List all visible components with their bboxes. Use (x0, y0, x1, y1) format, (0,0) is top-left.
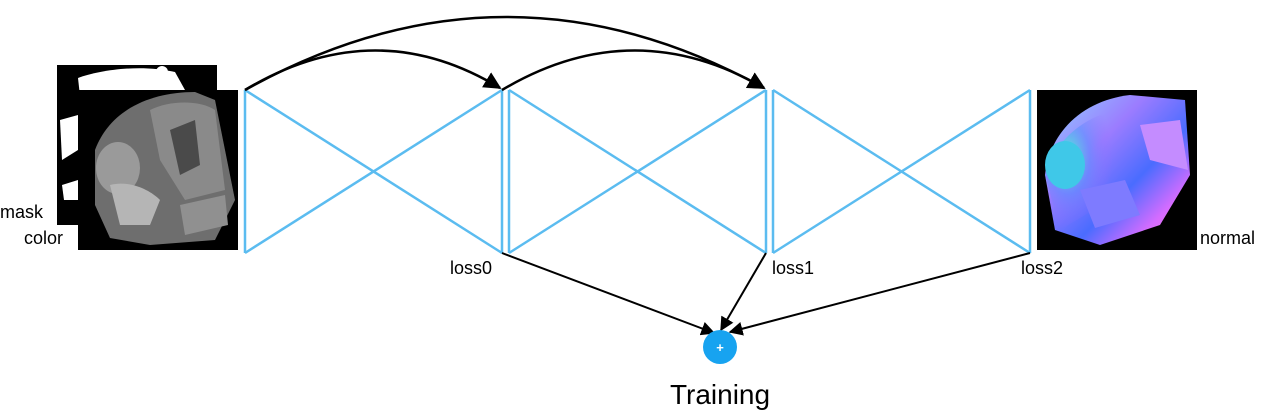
loss2-arrow (728, 252, 1031, 336)
loss0-arrow (501, 252, 716, 336)
color-label: color (24, 228, 63, 248)
normal-label: normal (1200, 228, 1255, 248)
skip-arrow-1-2 (501, 49, 766, 92)
normal-image (1037, 90, 1197, 250)
training-label: Training (670, 379, 770, 410)
loss1-arrow (720, 252, 767, 332)
sum-node: + (703, 330, 737, 364)
loss1-label: loss1 (772, 258, 814, 278)
loss-arrows (501, 252, 1031, 336)
skip-connections (244, 15, 766, 92)
network-block-0 (243, 88, 504, 255)
mask-label: mask (0, 202, 44, 222)
color-image (78, 90, 238, 250)
sum-node-symbol: + (716, 340, 724, 355)
loss2-label: loss2 (1021, 258, 1063, 278)
skip-arrow-long (244, 15, 766, 92)
network-block-1 (507, 88, 768, 255)
loss0-label: loss0 (450, 258, 492, 278)
network-block-2 (771, 88, 1032, 255)
